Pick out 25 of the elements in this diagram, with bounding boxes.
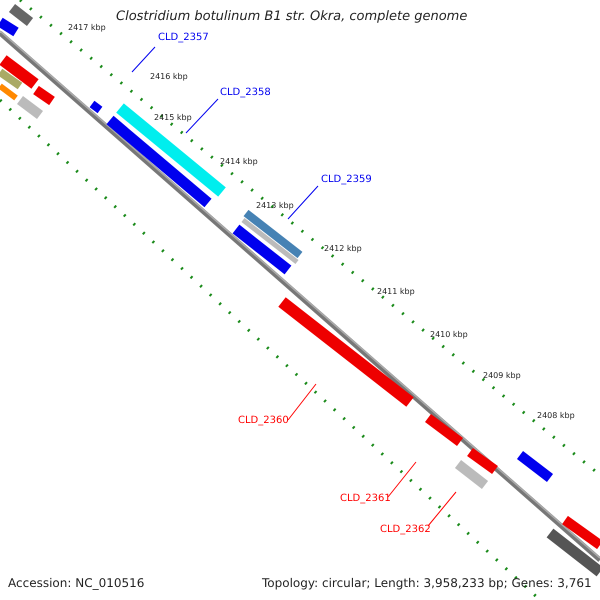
position-tick-label: 2415 kbp [154,113,192,122]
position-tick-label: 2411 kbp [377,287,415,296]
leader-line [388,462,416,498]
map-title: Clostridium botulinum B1 str. Okra, complete genome [116,9,468,24]
gene-label: CLD_2362 [380,524,431,535]
gene-label: CLD_2357 [158,32,209,43]
position-tick-label: 2413 kbp [256,201,294,210]
position-tick-label: 2412 kbp [324,244,362,253]
leader-line [428,492,456,526]
leader-line [288,384,316,420]
position-tick-label: 2409 kbp [483,371,521,380]
leader-line [186,98,218,134]
gene-label: CLD_2360 [238,415,289,426]
position-tick-label: 2416 kbp [150,72,188,81]
gene-label: CLD_2358 [220,87,271,98]
position-tick-label: 2417 kbp [68,23,106,32]
position-tick-label: 2414 kbp [220,157,258,166]
leader-line [288,186,318,220]
footer-note: Accession: NC_010516 [8,576,144,590]
footer-note: Topology: circular; Length: 3,958,233 bp; Genes: 3,761 [262,576,592,590]
position-tick-label: 2408 kbp [537,411,575,420]
gene-label: CLD_2361 [340,493,391,504]
leader-line [132,46,156,72]
gene-label: CLD_2359 [321,174,372,185]
position-tick-label: 2410 kbp [430,330,468,339]
